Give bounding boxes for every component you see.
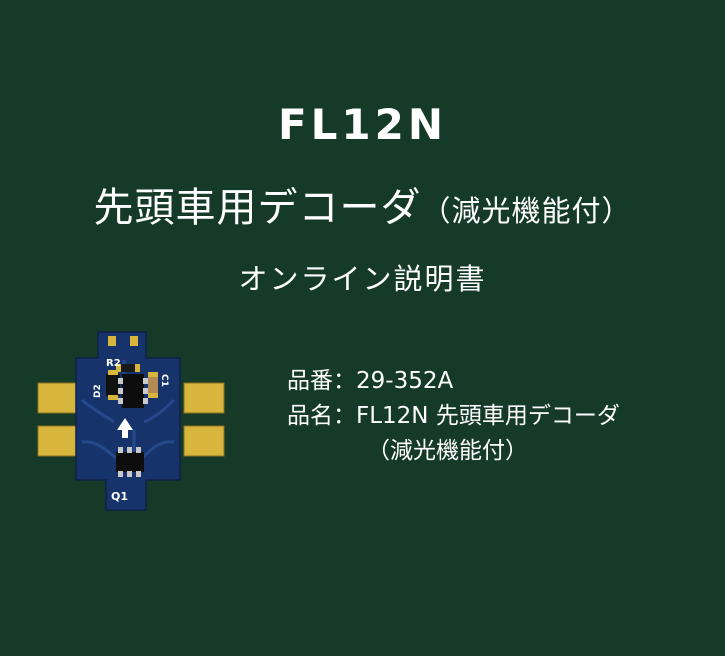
product-name-label: 品名： (287, 403, 356, 429)
product-name-value: FL12N 先頭車用デコーダ (356, 403, 620, 429)
gold-pad (37, 425, 77, 457)
subtitle-main: 先頭車用デコーダ (93, 185, 422, 231)
product-title: FL12N (277, 100, 448, 149)
chip-q1 (116, 452, 144, 472)
part-number-label: 品番： (287, 368, 356, 394)
capacitor-c1 (148, 374, 158, 396)
label-q1: Q1 (111, 490, 128, 503)
part-number-row: 品番：29-352A (287, 364, 620, 399)
subtitle-paren: （減光機能付） (421, 194, 632, 228)
label-c1: C1 (159, 374, 169, 387)
orientation-arrow-icon (117, 418, 133, 438)
label-r2: R2 (106, 358, 121, 369)
product-name-row: 品名：FL12N 先頭車用デコーダ (287, 399, 620, 434)
gold-pad (37, 382, 77, 414)
gold-pad (183, 425, 225, 457)
diode-d2 (106, 374, 120, 396)
decoder-board-image: R2 D2 C1 Q1 (37, 331, 225, 511)
smd-pad (108, 336, 116, 346)
product-subtitle: 先頭車用デコーダ（減光機能付） (0, 175, 725, 233)
gold-pad (183, 382, 225, 414)
label-d2: D2 (93, 384, 103, 398)
chip-ic (122, 374, 144, 408)
manual-title: オンライン説明書 (238, 262, 487, 296)
smd-pad (130, 336, 138, 346)
product-name-value-line2: （減光機能付） (367, 438, 528, 464)
product-info: 品番：29-352A 品名：FL12N 先頭車用デコーダ （減光機能付） (287, 364, 620, 469)
pcb-body (75, 331, 181, 511)
part-number-value: 29-352A (356, 368, 454, 394)
resistor-r2 (120, 364, 136, 372)
